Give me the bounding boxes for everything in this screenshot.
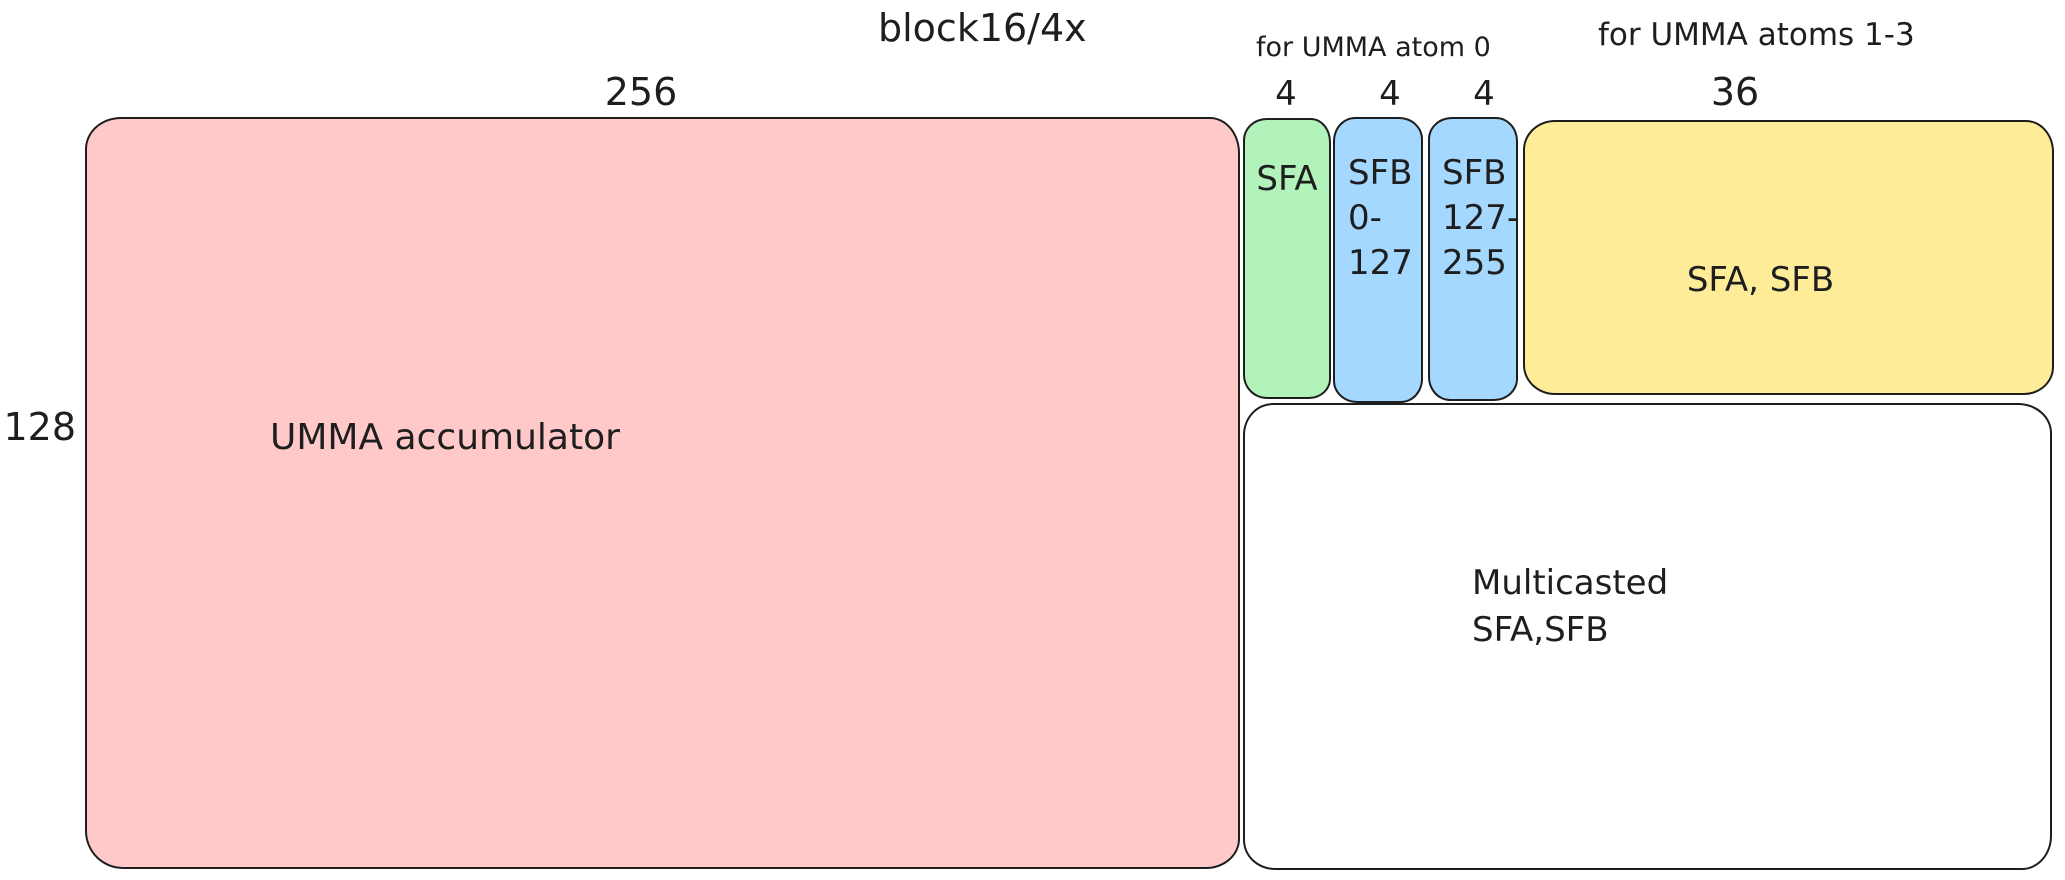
dim-label-sfb-127-255-width: 4 <box>1473 74 1495 114</box>
sfa-label: SFA <box>1256 159 1318 199</box>
umma-accumulator-label: UMMA accumulator <box>270 417 620 458</box>
label-for-umma-atoms-1-3: for UMMA atoms 1-3 <box>1598 17 1915 53</box>
sfa-block: SFA <box>1243 118 1331 399</box>
umma-accumulator-block: UMMA accumulator <box>85 117 1240 869</box>
sfb-0-127-block: SFB 0- 127 <box>1333 117 1423 403</box>
multicasted-sfa-sfb-label: Multicasted SFA,SFB <box>1472 563 1669 650</box>
sfb-0-127-label: SFB 0- 127 <box>1348 153 1413 283</box>
diagram-title: block16/4x <box>878 6 1087 50</box>
label-for-umma-atom-0: for UMMA atom 0 <box>1256 32 1491 63</box>
sfa-sfb-block: SFA, SFB <box>1523 120 2054 395</box>
dim-label-sfb-0-127-width: 4 <box>1379 74 1401 114</box>
sfa-sfb-label: SFA, SFB <box>1686 260 1835 300</box>
dim-label-sfa-width: 4 <box>1275 74 1297 114</box>
dim-label-sfa-sfb-width: 36 <box>1710 70 1760 114</box>
multicasted-sfa-sfb-block: Multicasted SFA,SFB <box>1243 403 2052 870</box>
sfb-127-255-block: SFB 127- 255 <box>1428 117 1520 401</box>
sfb-127-255-label: SFB 127- 255 <box>1442 153 1520 283</box>
dim-label-accumulator-width: 256 <box>604 70 678 114</box>
dim-label-accumulator-height: 128 <box>3 405 76 449</box>
